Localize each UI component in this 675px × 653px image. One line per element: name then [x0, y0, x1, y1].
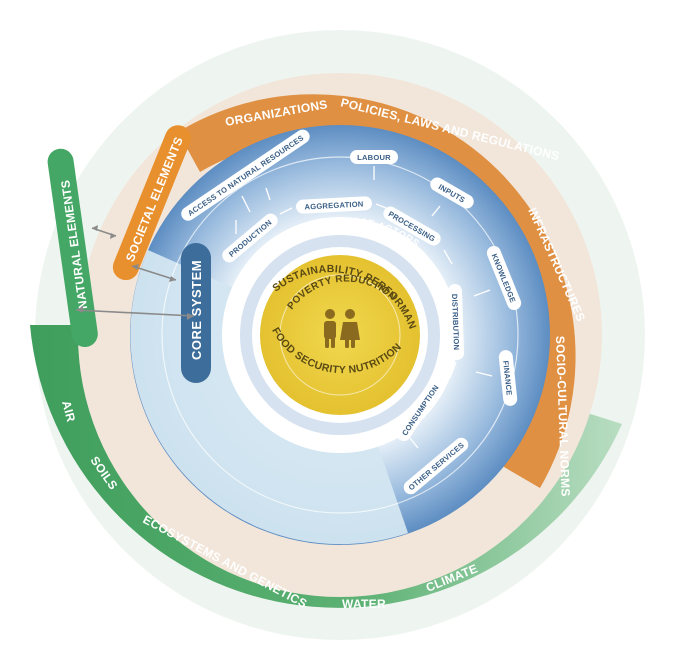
interaction-arrows: [75, 225, 195, 320]
label-socio-cultural: SOCIO-CULTURAL NORMS: [553, 336, 573, 497]
input-arrows: [235, 166, 493, 449]
pill-labour: LABOUR: [350, 150, 398, 164]
pill-finance: FINANCE: [498, 350, 518, 406]
outcomes-yellow-circle: [260, 255, 420, 415]
svg-text:LABOUR: LABOUR: [357, 153, 391, 162]
core-system-pill: CORE SYSTEM: [181, 243, 211, 383]
outcomes-inner-line: [279, 274, 401, 396]
svg-text:FINANCE: FINANCE: [501, 360, 514, 396]
people-icon: [324, 309, 360, 348]
core-system-title: CORE SYSTEM: [189, 260, 204, 360]
natural-elements-pill: NATURAL ELEMENTS: [47, 148, 98, 348]
core-ring-line: [161, 156, 519, 514]
svg-text:DISTRIBUTION: DISTRIBUTION: [450, 294, 461, 351]
activity-distribution: DISTRIBUTION: [447, 284, 465, 360]
activity-aggregation: AGGREGATION: [296, 196, 372, 214]
label-air: AIR: [59, 399, 78, 423]
svg-text:AGGREGATION: AGGREGATION: [304, 199, 363, 211]
label-water: WATER: [342, 597, 386, 611]
